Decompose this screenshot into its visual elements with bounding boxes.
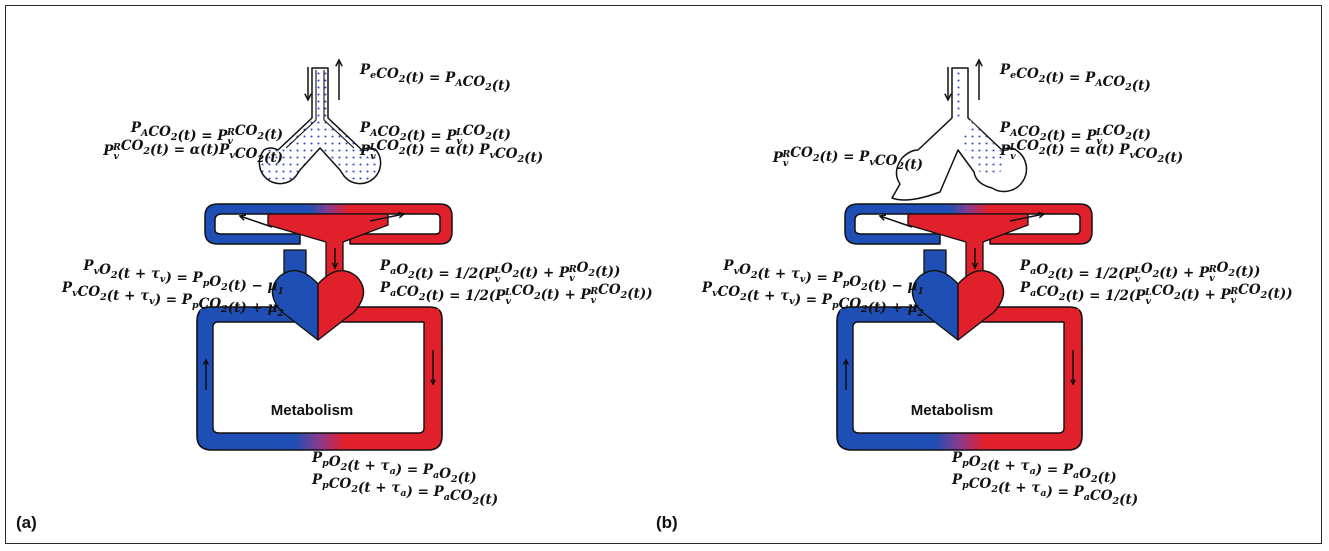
eq-venous-o2: PvO2(t + τv) = PpO2(t) − μ1 bbox=[722, 258, 924, 297]
eq-arterial-co2: PaCO2(t) = 1/2(PvLCO2(t) + PvRCO2(t)) bbox=[379, 280, 653, 307]
trunk-flow-arrow bbox=[971, 248, 979, 270]
left-heart bbox=[317, 269, 365, 341]
eq-venous-co2: PvCO2(t + τv) = PpCO2(t) + μ2 bbox=[701, 280, 924, 319]
right-heart bbox=[271, 269, 319, 341]
right-heart bbox=[911, 269, 959, 341]
eq-alveolar-right-1: PACO2(t) = PvRCO2(t) bbox=[130, 120, 283, 147]
systemic-circulation-loop bbox=[196, 306, 443, 451]
left-heart bbox=[957, 269, 1005, 341]
eq-peripheral-co2: PpCO2(t + τa) = PaCO2(t) bbox=[311, 472, 498, 508]
equations: PeCO2(t) = PACO2(t) PvRCO2(t) = PvCO2(t) P… bbox=[701, 62, 1293, 508]
systemic-circulation-loop bbox=[836, 306, 1083, 451]
eq-venous-o2: PvO2(t + τv) = PpO2(t) − μ1 bbox=[82, 258, 284, 297]
panel-label: (b) bbox=[656, 513, 678, 532]
eq-alveolar-left-2: PvLCO2(t) = α(t) PvCO2(t) bbox=[359, 138, 543, 166]
eq-peripheral-o2: PpO2(t + τa) = PaO2(t) bbox=[951, 450, 1117, 486]
venous-flow-arrow bbox=[843, 358, 849, 390]
inspiration-arrow bbox=[944, 67, 952, 102]
equations: PeCO2(t) = PACO2(t)PACO2(t) = PvRCO2(t)P… bbox=[61, 62, 653, 508]
arterial-flow-arrow bbox=[430, 350, 436, 386]
eq-alveolar-right-2: PvRCO2(t) = α(t)PvCO2(t) bbox=[102, 138, 283, 166]
pulmonary-flow-right-arrow bbox=[1009, 211, 1046, 222]
pulmonary-loop-tube bbox=[844, 203, 1093, 245]
panel-b: Metabolism PeCO2(t) = PACO2(t) PvRCO2(t) =… bbox=[656, 58, 1293, 532]
eq-expired-co2: PeCO2(t) = PACO2(t) bbox=[999, 62, 1151, 94]
airway bbox=[258, 67, 382, 185]
inspiration-arrow bbox=[304, 67, 312, 102]
panel-a: Metabolism PeCO2(t) = PACO2(t) PACO2(t) = … bbox=[16, 58, 653, 532]
expiration-arrow bbox=[975, 58, 983, 100]
pulmonary-flow-right-arrow bbox=[369, 211, 406, 222]
eq-alveolar-left-2: PvLCO2(t) = α(t) PvCO2(t) bbox=[999, 138, 1183, 166]
pulmonary-loop-tube bbox=[204, 203, 453, 245]
eq-peripheral-co2: PpCO2(t + τa) = PaCO2(t) bbox=[951, 472, 1138, 508]
eq-shunt-right: PvRCO2(t) = PvCO2(t) bbox=[772, 145, 923, 173]
eq-arterial-co2: PaCO2(t) = 1/2(PvLCO2(t) + PvRCO2(t)) bbox=[1019, 280, 1293, 307]
expiration-arrow bbox=[335, 58, 343, 100]
panel-label: (a) bbox=[16, 513, 37, 532]
venous-flow-arrow bbox=[203, 358, 209, 390]
trachea-and-alveoli bbox=[258, 67, 382, 185]
metabolism-label: Metabolism bbox=[911, 402, 994, 419]
systemic-inner bbox=[852, 321, 1065, 434]
heart bbox=[271, 269, 365, 341]
arterial-flow-arrow bbox=[1070, 350, 1076, 386]
heart bbox=[911, 269, 1005, 341]
eq-arterial-o2: PaO2(t) = 1/2(PvLO2(t) + PvRO2(t)) bbox=[1019, 258, 1260, 285]
metabolism-label: Metabolism bbox=[271, 402, 354, 419]
trunk-flow-arrow bbox=[331, 248, 339, 270]
trachea-airflow bbox=[956, 70, 964, 120]
pulmonary-flow-left-arrow bbox=[878, 214, 913, 228]
bronchus-inner-wall bbox=[285, 70, 355, 149]
airway bbox=[891, 67, 1028, 201]
eq-peripheral-o2: PpO2(t + τa) = PaO2(t) bbox=[311, 450, 477, 486]
right-alveolus-ventilated bbox=[962, 120, 1005, 177]
pulmonary-flow-left-arrow bbox=[238, 214, 273, 228]
eq-alveolar-left-1: PACO2(t) = PvLCO2(t) bbox=[359, 120, 511, 147]
eq-alveolar-left-1: PACO2(t) = PvLCO2(t) bbox=[999, 120, 1151, 147]
eq-arterial-o2: PaO2(t) = 1/2(PvLO2(t) + PvRO2(t)) bbox=[379, 258, 620, 285]
eq-venous-co2: PvCO2(t + τv) = PpCO2(t) + μ2 bbox=[61, 280, 284, 319]
systemic-inner bbox=[212, 321, 425, 434]
figure-border bbox=[5, 5, 1322, 544]
eq-expired-co2: PeCO2(t) = PACO2(t) bbox=[359, 62, 511, 94]
